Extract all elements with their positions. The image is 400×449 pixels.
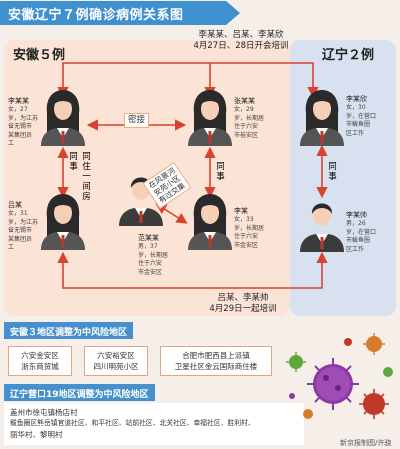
virus-dot [344, 338, 352, 346]
roommate-label: 同事 [69, 152, 78, 172]
top-note-line2: 4月27日、28日开会培训 [193, 41, 289, 51]
liaoning-panel [290, 40, 396, 316]
region-label-liaoning: 辽宁２例 [322, 48, 375, 63]
anhui-area-3: 合肥市肥西县上派镇卫星社区金云国际商住楼 [160, 346, 272, 376]
avatar-li-mou-shuai [300, 203, 344, 252]
bottom-link-line [57, 251, 328, 289]
virus-icon-orange [303, 333, 385, 419]
bottom-note: 吕某、李某帅 4月29日一起培训 [188, 293, 298, 315]
liaoning-section-title: 辽宁营口19地区调整为中风险地区 [4, 384, 155, 401]
anhui-section-title: 安徽３地区调整为中风险地区 [4, 322, 134, 339]
virus-icon-green [286, 352, 393, 377]
virus-dot [289, 393, 295, 399]
bottom-note-line1: 吕某、李某帅 [217, 293, 269, 303]
relationship-diagram [41, 62, 344, 289]
avatar-li-mou [188, 194, 232, 250]
avatar-li-mou-mou [41, 90, 85, 146]
avatar-li-mou-xin [300, 90, 344, 146]
top-note: 李某某、吕某、李某欣 4月27日、28日开会培训 [186, 30, 296, 52]
colleague-label-1: 同事 [216, 162, 225, 182]
region-label-anhui: 安徽５例 [13, 48, 66, 63]
avatar-lv-mou [41, 194, 85, 250]
virus-illustration [286, 333, 393, 419]
top-note-line1: 李某某、吕某、李某欣 [198, 30, 284, 40]
colleague-label-2: 同事 [328, 162, 337, 182]
page-title: 安徽辽宁７例确诊病例关系图 [8, 8, 184, 23]
virus-icon-red [359, 389, 389, 419]
bottom-note-line2: 4月29日一起培训 [209, 304, 277, 314]
liaoning-area-list: 盖州市徐屯镇杨店村 鲅鱼圈区熊岳镇官道社区、和平社区、站前社区、北关社区、幸福社… [4, 403, 304, 445]
roommate-label-2: 同住一间房 [82, 152, 91, 202]
anhui-panel [4, 40, 290, 316]
top-link-line [57, 62, 319, 99]
avatar-zhang-mou-mou [188, 90, 232, 146]
anhui-area-2: 六安裕安区四川明苑小区 [84, 346, 148, 376]
title-bar [0, 1, 240, 25]
community-line [155, 203, 188, 224]
credit: 新京报制图/许骁 [340, 439, 392, 447]
virus-icon [307, 358, 359, 410]
anhui-area-1: 六安金安区浙东商贸城 [8, 346, 72, 376]
close-contact-label: 密接 [124, 113, 150, 128]
